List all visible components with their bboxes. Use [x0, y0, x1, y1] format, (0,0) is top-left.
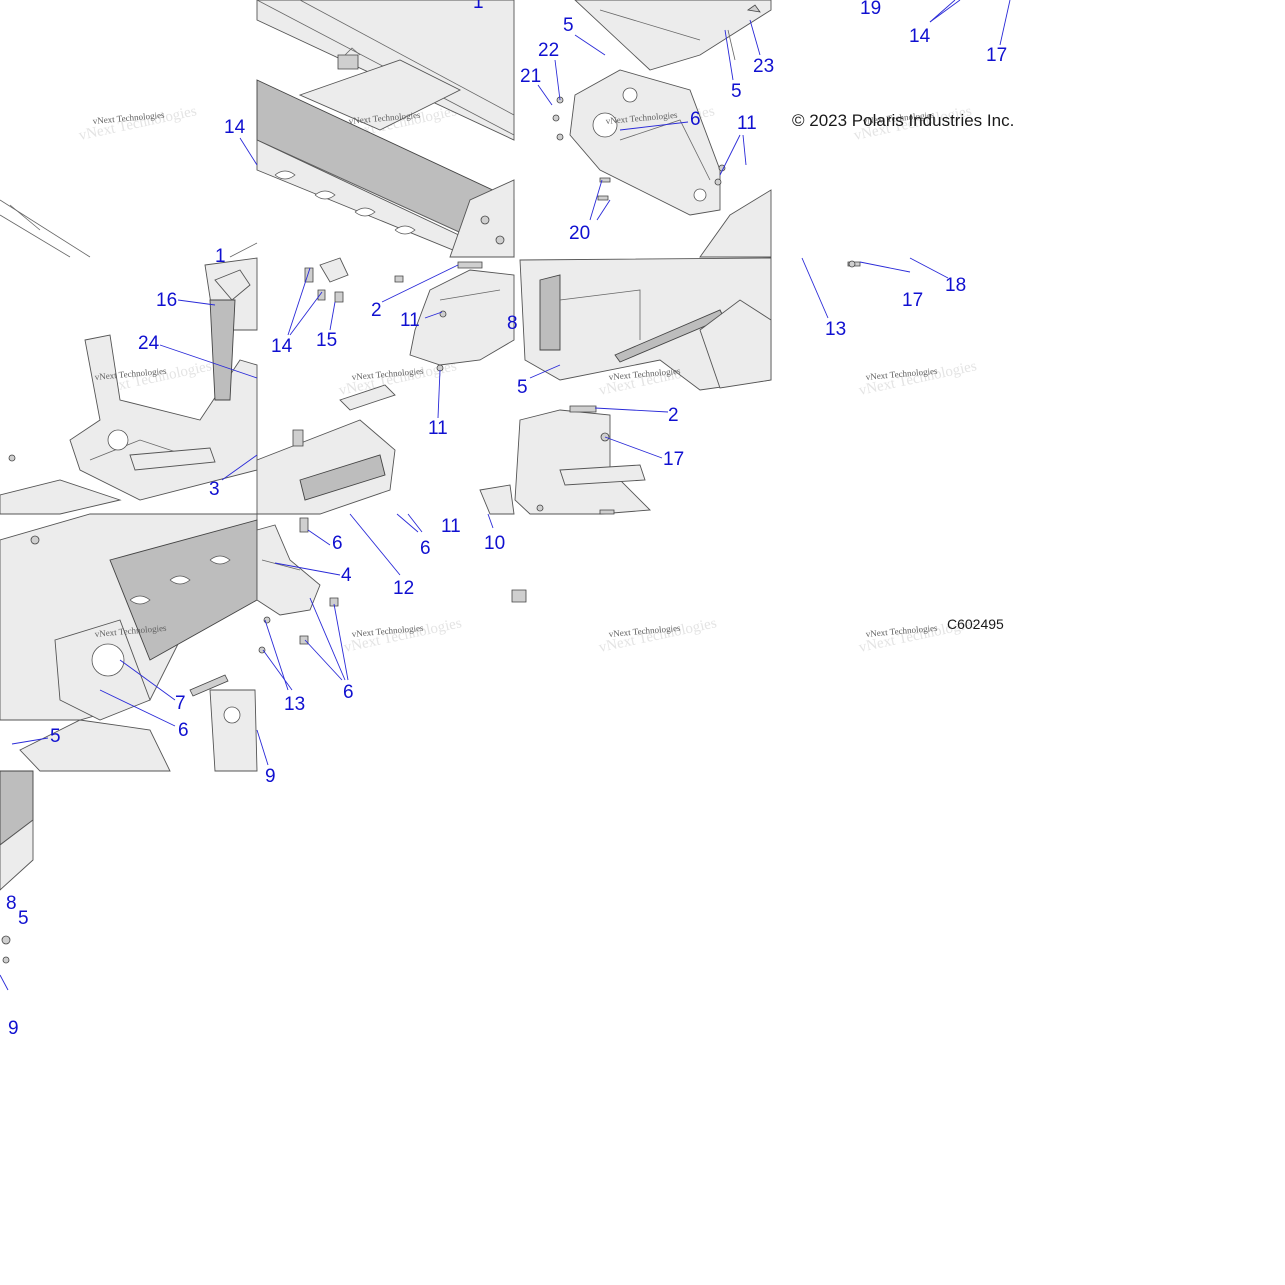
callout-label: 10	[484, 533, 505, 554]
callout-label: 21	[520, 66, 541, 87]
callout-layer: 1 19 14 17 5 22 21 23 5 6 11 20 14 1 16 …	[6, 0, 1007, 1039]
callout-label: 1	[473, 0, 484, 13]
callout-label: 13	[284, 694, 305, 715]
leader-lines	[0, 0, 1011, 991]
tile-rear-bracket	[256, 257, 515, 515]
callout-label: 5	[563, 15, 574, 36]
callout-label: 5	[18, 908, 29, 929]
tile-tunnel-rear	[0, 513, 258, 772]
callout-label: 17	[663, 449, 684, 470]
callout-label: 15	[316, 330, 337, 351]
callout-label: 5	[50, 726, 61, 747]
callout-label: 7	[175, 693, 186, 714]
callout-label: 8	[507, 313, 518, 334]
callout-label: 22	[538, 40, 559, 61]
tile-tunnel-top	[256, 0, 515, 258]
callout-label: 13	[825, 319, 846, 340]
callout-label: 12	[393, 578, 414, 599]
callout-label: 4	[341, 565, 352, 586]
callout-label: 17	[986, 45, 1007, 66]
callout-label: 11	[737, 113, 757, 134]
callout-label: 11	[428, 418, 448, 439]
copyright-text: © 2023 Polaris Industries Inc.	[792, 111, 1014, 130]
callout-label: 6	[420, 538, 431, 559]
callout-label: 6	[343, 682, 354, 703]
tile-hardware-right	[847, 260, 861, 268]
callout-label: 6	[332, 533, 343, 554]
diagram-code: C602495	[947, 616, 1004, 632]
callout-label: 3	[209, 479, 220, 500]
callout-label: 11	[441, 516, 461, 537]
callout-label: 18	[945, 275, 966, 296]
callout-label: 8	[6, 893, 17, 914]
callout-label: 1	[215, 246, 226, 267]
callout-label: 14	[224, 117, 246, 138]
callout-label: 5	[517, 377, 528, 398]
callout-label: 9	[265, 766, 276, 787]
callout-label: 14	[271, 336, 293, 357]
callout-label: 16	[156, 290, 177, 311]
callout-label: 6	[690, 109, 701, 130]
callout-label: 19	[860, 0, 881, 19]
callout-label: 20	[569, 223, 590, 244]
callout-label: 17	[902, 290, 923, 311]
line-art	[0, 0, 861, 964]
tile-top-left	[0, 199, 258, 258]
tile-front-frame	[0, 257, 258, 515]
callout-label: 24	[138, 333, 160, 354]
callout-label: 11	[400, 310, 420, 331]
callout-label: 23	[753, 56, 774, 77]
tile-sliver	[0, 770, 34, 964]
tile-chaincase	[552, 0, 772, 258]
callout-label: 5	[731, 81, 742, 102]
callout-label: 6	[178, 720, 189, 741]
callout-label: 2	[371, 300, 382, 321]
callout-label: 14	[909, 26, 931, 47]
callout-label: 2	[668, 405, 679, 426]
tile-front-mount	[514, 257, 772, 515]
callout-label: 9	[8, 1018, 19, 1039]
